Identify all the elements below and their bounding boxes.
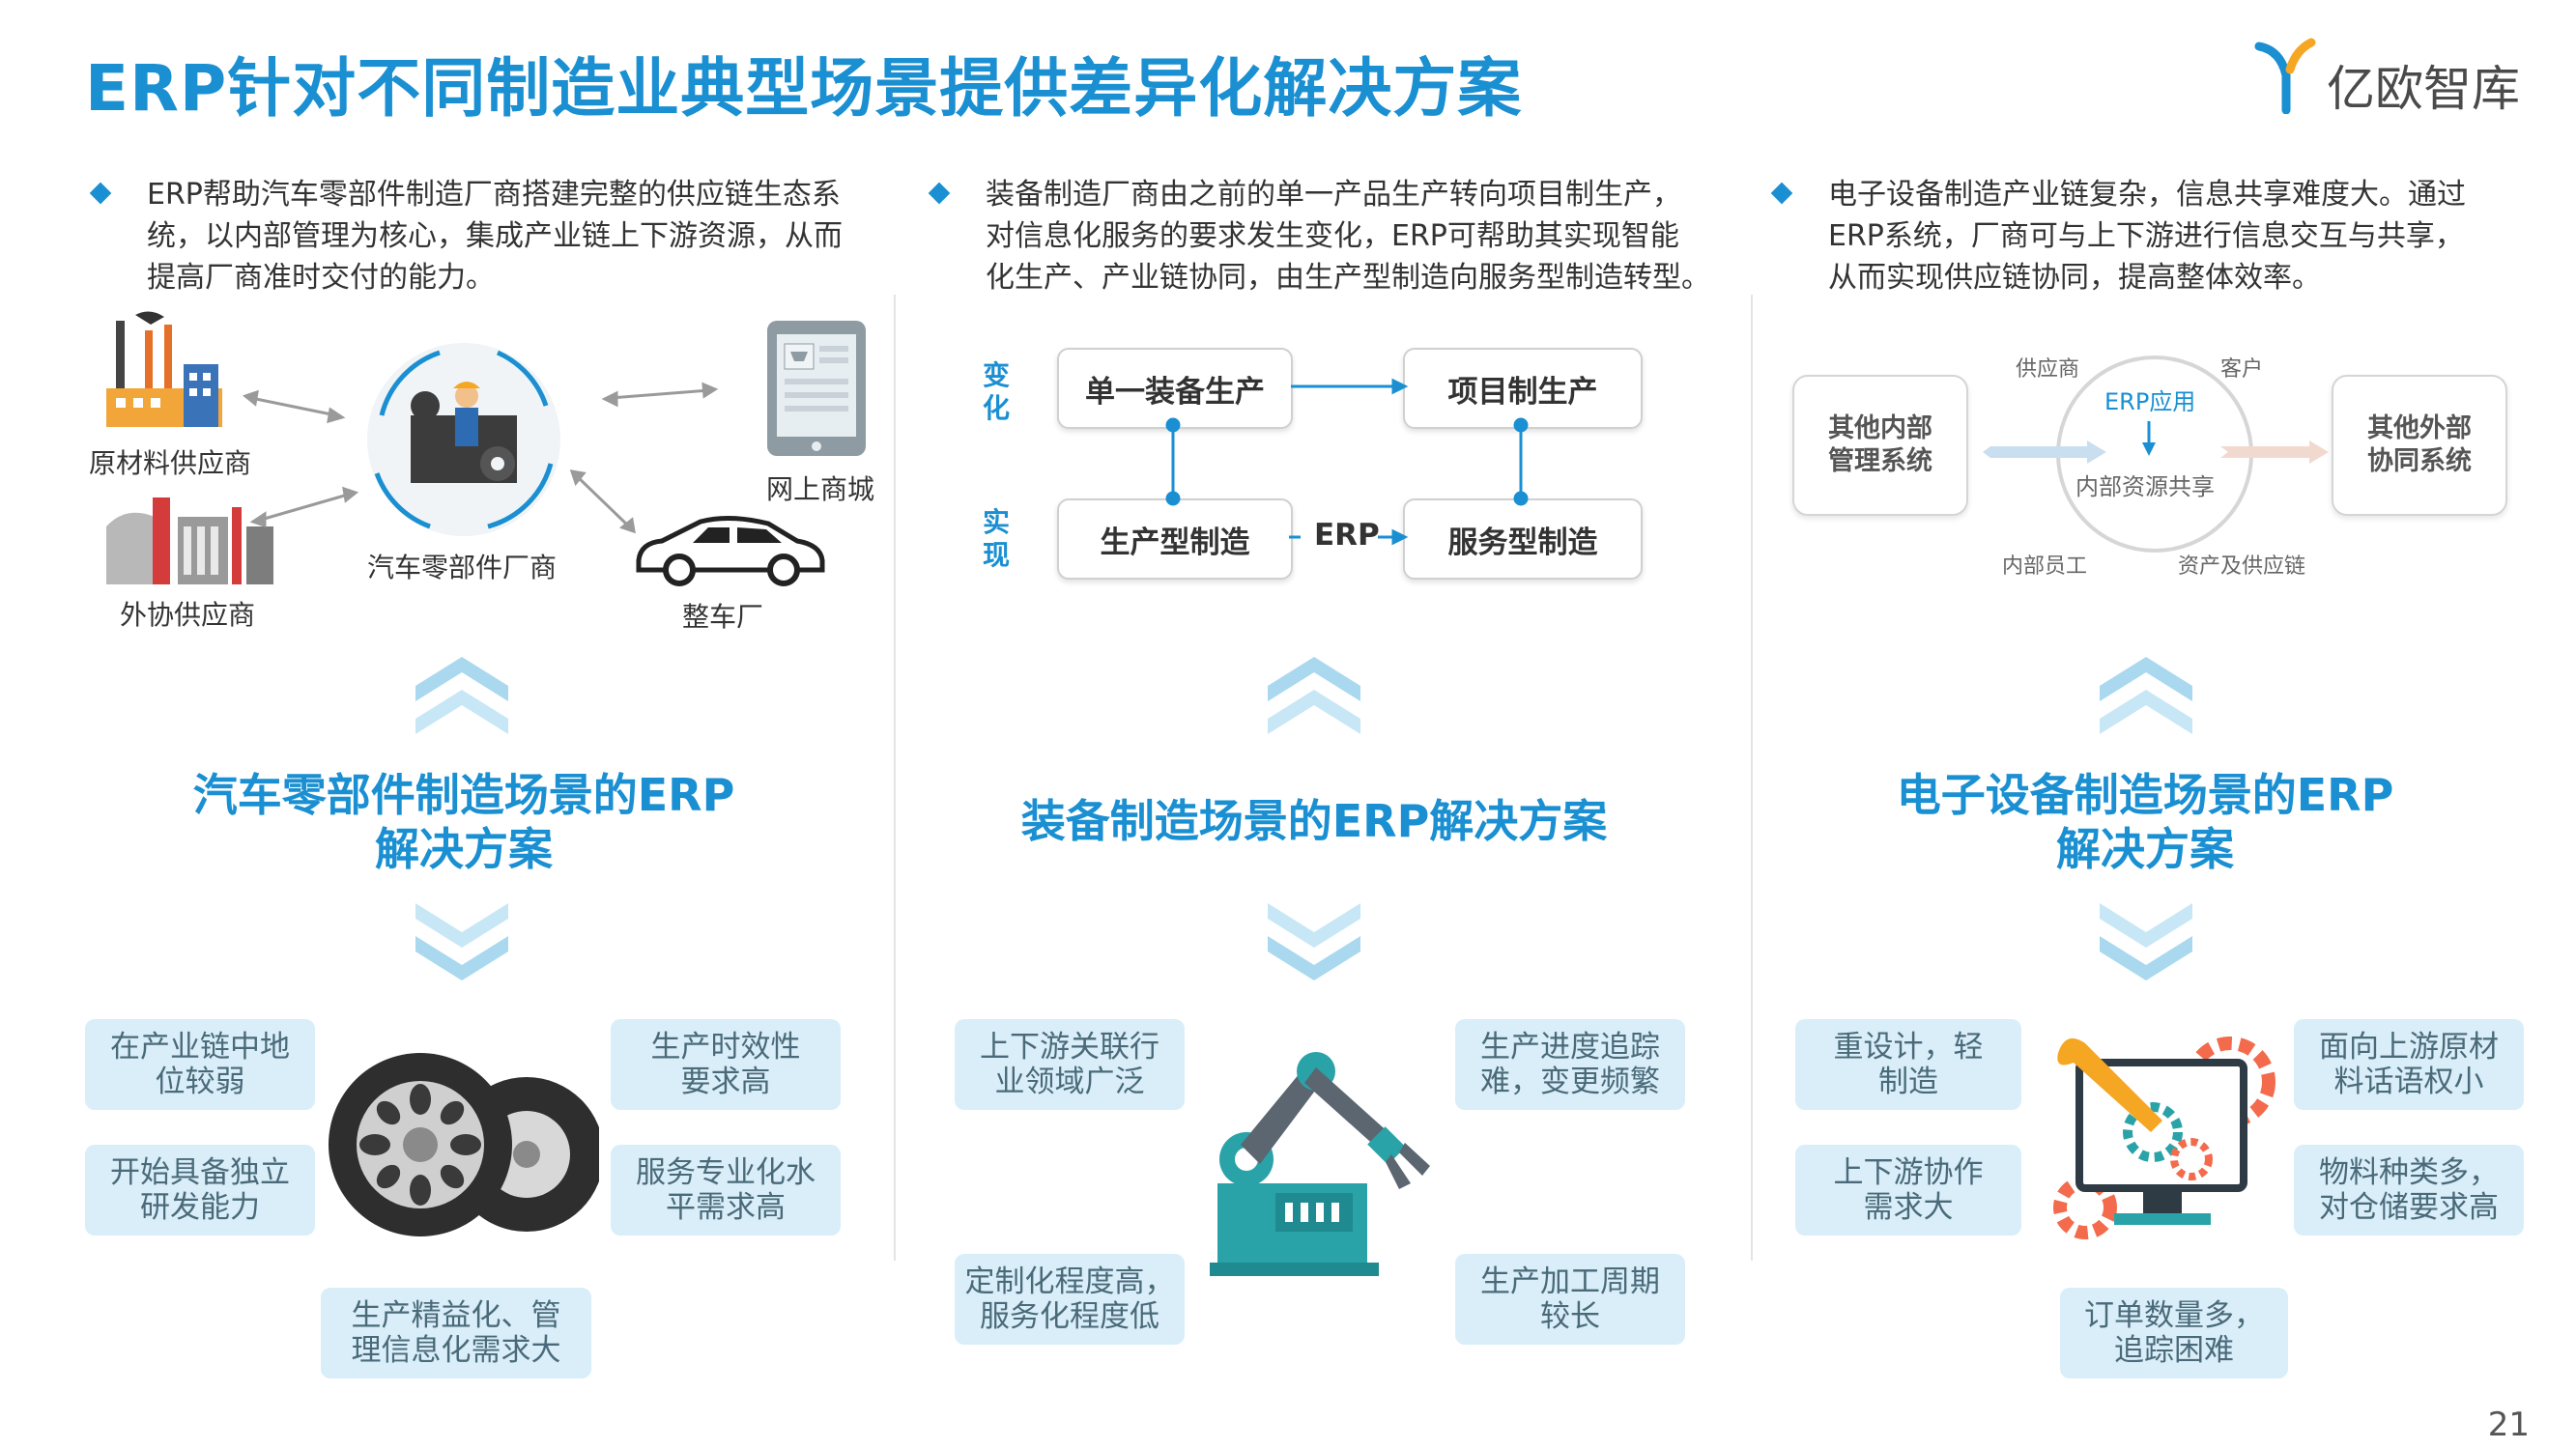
feature-tag: 生产进度追踪难，变更频繁	[1455, 1019, 1685, 1110]
flow-connectors	[1165, 378, 1529, 546]
chevron-down-icon	[1268, 903, 1360, 980]
bullet-diamond-icon	[928, 182, 951, 205]
factory-icon	[106, 497, 273, 584]
feature-tag: 定制化程度高，服务化程度低	[955, 1254, 1185, 1345]
feature-tag: 开始具备独立研发能力	[85, 1145, 315, 1236]
feature-tag: 订单数量多，追踪困难	[2060, 1288, 2288, 1378]
internal-systems-box: 其他内部管理系统	[1792, 375, 1968, 516]
raw-material-supplier-label: 原材料供应商	[89, 447, 252, 479]
feature-tag: 物料种类多，对仓储要求高	[2294, 1145, 2524, 1236]
change-label: 变化	[982, 359, 1010, 424]
erp-app-label: ERP应用	[2104, 388, 2196, 415]
auto-parts-maker-label: 汽车零部件厂商	[367, 552, 558, 583]
feature-tag: 上下游协作需求大	[1795, 1145, 2021, 1236]
chevron-up-icon	[1268, 657, 1360, 734]
feature-tag: 生产精益化、管理信息化需求大	[321, 1288, 591, 1378]
tablet-shop-icon	[767, 321, 866, 456]
logo-mark-icon	[2254, 38, 2316, 114]
supplier-label: 供应商	[2016, 357, 2080, 382]
outsourcing-supplier-label: 外协供应商	[120, 599, 256, 631]
automaker-label: 整车厂	[682, 601, 764, 633]
factory-worker-icon	[367, 343, 560, 536]
chevron-up-icon	[415, 657, 508, 734]
feature-tag: 生产时效性要求高	[611, 1019, 841, 1110]
feature-tag: 在产业链中地位较弱	[85, 1019, 315, 1110]
page-number: 21	[2487, 1406, 2530, 1444]
assets-supply-chain-label: 资产及供应链	[2178, 554, 2306, 579]
column-divider	[894, 295, 896, 1261]
feature-tag: 面向上游原材料话语权小	[2294, 1019, 2524, 1110]
chevron-up-icon	[2100, 657, 2192, 734]
erp-flow-label: ERP	[1314, 518, 1380, 553]
external-systems-box: 其他外部协同系统	[2332, 375, 2507, 516]
chevron-down-icon	[2100, 903, 2192, 980]
feature-tag: 生产加工周期较长	[1455, 1254, 1685, 1345]
factory-icon	[106, 311, 222, 427]
chevron-down-icon	[415, 903, 508, 980]
flow-box-single-equipment: 单一装备生产	[1057, 348, 1293, 429]
bullet-diamond-icon	[1770, 182, 1793, 205]
internal-resource-share-label: 内部资源共享	[2075, 473, 2215, 500]
robot-arm-icon	[1210, 1052, 1430, 1276]
feature-tag: 重设计，轻制造	[1795, 1019, 2021, 1110]
column-divider	[1751, 295, 1753, 1261]
car-icon	[636, 515, 825, 586]
brand-logo: 亿欧智库	[2251, 37, 2541, 119]
monitor-gears-icon	[2053, 1037, 2275, 1239]
tire-icon	[329, 1053, 599, 1236]
internal-staff-label: 内部员工	[2002, 554, 2088, 579]
col2-description: 装备制造厂商由之前的单一产品生产转向项目制生产，对信息化服务的要求发生变化，ER…	[986, 178, 1710, 295]
customer-label: 客户	[2220, 357, 2264, 382]
flow-box-project-production: 项目制生产	[1403, 348, 1643, 429]
feature-tag: 上下游关联行业领域广泛	[955, 1019, 1185, 1110]
realize-label: 实现	[982, 506, 1010, 571]
flow-box-service-manufacturing: 服务型制造	[1403, 498, 1643, 580]
flow-box-production-manufacturing: 生产型制造	[1057, 498, 1293, 580]
connector-arrows	[242, 382, 719, 534]
page-title: ERP针对不同制造业典型场景提供差异化解决方案	[85, 51, 1523, 126]
erp-circle-diagram	[1983, 355, 2329, 553]
section-title: 装备制造场景的ERP解决方案	[1020, 795, 1608, 847]
bullet-diamond-icon	[89, 182, 112, 205]
feature-tag: 服务专业化水平需求高	[611, 1145, 841, 1236]
online-mall-label: 网上商城	[766, 473, 875, 505]
logo-text: 亿欧智库	[2327, 61, 2520, 117]
col1-description: ERP帮助汽车零部件制造厂商搭建完整的供应链生态系统，以内部管理为核心，集成产业…	[147, 178, 843, 295]
